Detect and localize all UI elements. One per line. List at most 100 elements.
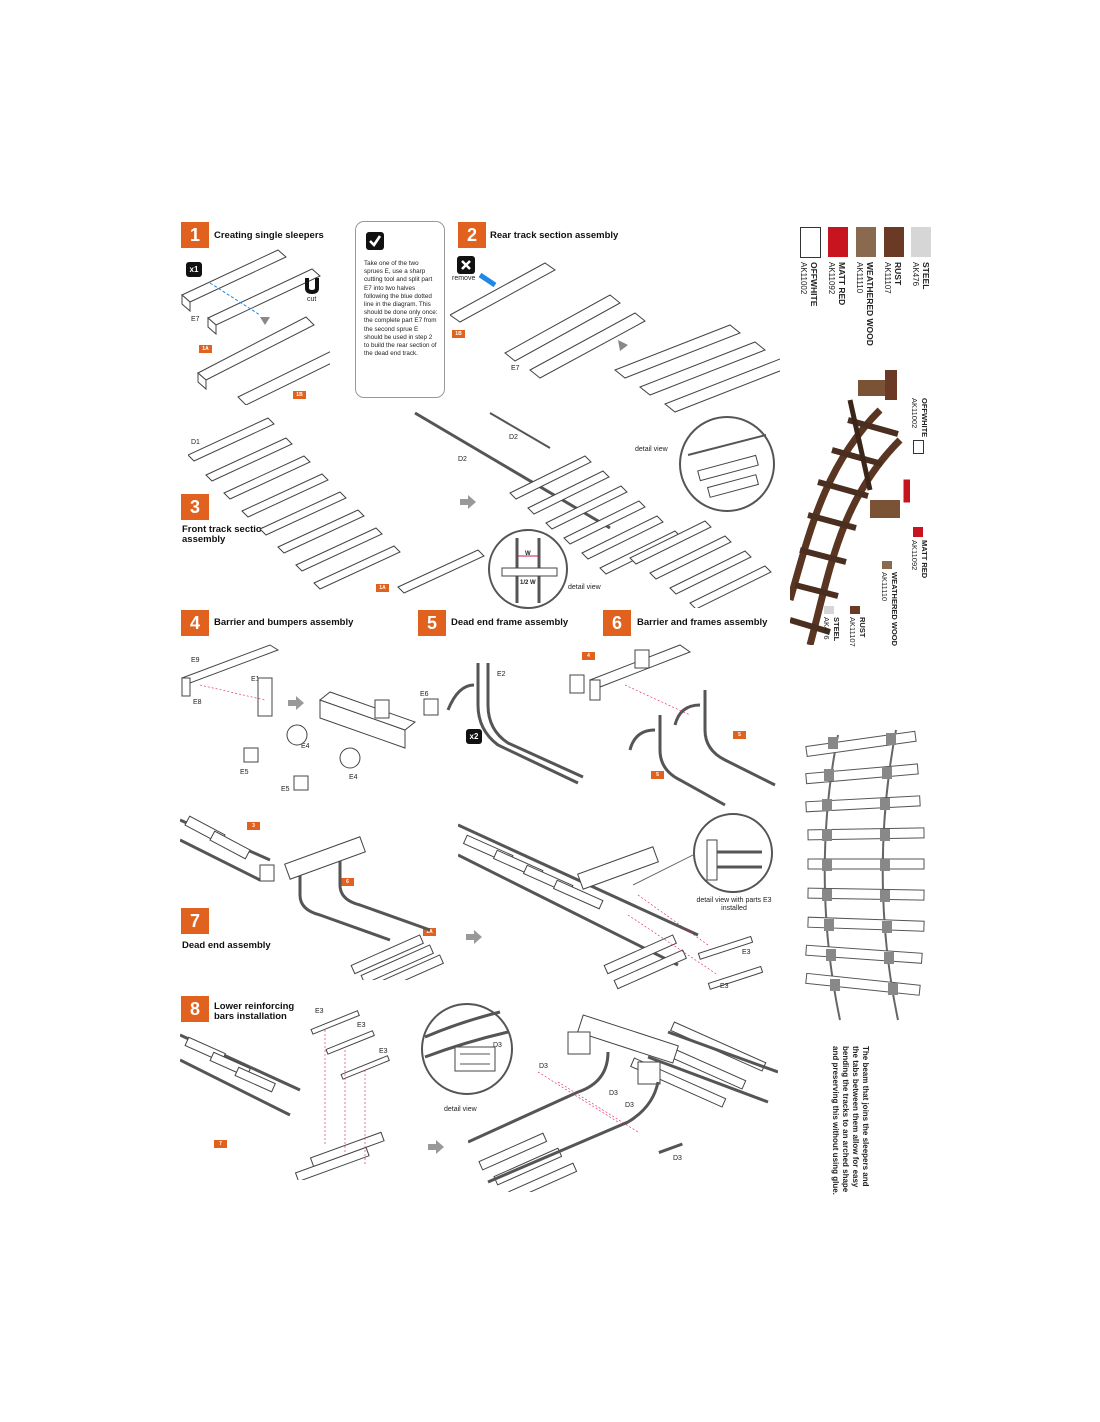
part-e5-label-b: E5: [281, 786, 290, 793]
step-2-number: 2: [458, 222, 486, 248]
paint-code-weathered-wood: AK11110: [855, 262, 864, 294]
paint-name-weathered-wood: WEATHERED WOOD: [865, 262, 875, 346]
remove-label: remove: [452, 275, 476, 282]
part-d3-label-d: D3: [673, 1155, 682, 1162]
step-3-detail-circle: [679, 416, 775, 512]
photo-legend-offwhite-swatch: [913, 440, 924, 454]
part-e4-label-a: E4: [301, 743, 310, 750]
paint-swatch-steel: [911, 227, 931, 257]
step-8-right-diagram: [468, 1014, 778, 1192]
photo-legend-steel-name: STEEL: [832, 617, 841, 642]
side-note: The beam that joins the sleepers and the…: [831, 1046, 870, 1195]
step-3-track-diagram: [414, 411, 772, 608]
part-tag-5-b: 5: [651, 771, 664, 779]
photo-legend-weathered-wood-name: WEATHERED WOOD: [890, 572, 899, 647]
detail-view-label-width: detail view: [568, 584, 601, 591]
photo-legend-offwhite-code: AK11002: [910, 398, 919, 429]
paint-code-steel: AK476: [911, 262, 920, 287]
photo-legend-rust-code: AK11107: [848, 617, 857, 647]
part-e2-label: E2: [497, 671, 506, 678]
step-7-right-diagram: [458, 823, 764, 990]
detail-view-e3-label: detail view with parts E3 installed: [696, 897, 772, 912]
photo-legend-matt-red-code: AK11092: [910, 540, 919, 571]
step-7-left-diagram: [180, 815, 445, 980]
photo-legend-offwhite-name: OFFWHITE: [920, 398, 929, 438]
paint-swatch-matt-red: [828, 227, 848, 257]
photo-legend-rust-swatch: [850, 606, 860, 614]
detail-view-label-step8: detail view: [444, 1106, 477, 1113]
quantity-x2-badge: x2: [466, 729, 482, 744]
step-5-frame-diagram: [423, 663, 584, 785]
step-3-arrow-icon: [460, 495, 476, 509]
step-5-number: 5: [418, 610, 446, 636]
part-tag-7: 7: [214, 1140, 227, 1148]
remove-icon: [457, 256, 475, 274]
step-3-number: 3: [181, 494, 209, 520]
part-e7-label-step2: E7: [511, 365, 520, 372]
step-5-title: Dead end frame assembly: [451, 617, 569, 628]
part-d1-label: D1: [191, 439, 200, 446]
width-label: W: [525, 551, 531, 557]
paint-name-rust: RUST: [893, 262, 903, 286]
step-8-detail-circle: [421, 1003, 513, 1095]
part-e1-label: E1: [251, 676, 260, 683]
photo-legend-weathered-wood-swatch: [882, 561, 892, 569]
step-2-assembly-diagram: [450, 262, 780, 413]
step-7-title: Dead end assembly: [182, 940, 271, 951]
curved-track-diagram: [805, 729, 925, 1021]
photo-legend-steel-swatch: [824, 606, 834, 614]
part-e4-label-b: E4: [349, 774, 358, 781]
paint-code-offwhite: AK11002: [799, 262, 808, 295]
part-tag-1b: 1B: [293, 391, 306, 399]
part-tag-1a-step3: 1A: [376, 584, 389, 592]
paint-name-matt-red: MATT RED: [837, 262, 847, 306]
step-6-title: Barrier and frames assembly: [637, 617, 768, 628]
step-1-sprue-diagram: [181, 249, 330, 405]
step-2-title: Rear track section assembly: [490, 230, 619, 241]
part-e5-label-a: E5: [240, 769, 249, 776]
checkmark-icon: [366, 232, 384, 250]
step-1-number: 1: [181, 222, 209, 248]
step-1-title: Creating single sleepers: [214, 230, 324, 241]
photo-legend-matt-red-name: MATT RED: [920, 540, 929, 579]
photo-legend-weathered-wood-code: AK11110: [880, 572, 889, 602]
paint-name-offwhite: OFFWHITE: [809, 262, 819, 307]
step-7-number: 7: [181, 908, 209, 934]
part-e3-label-step7-a: E3: [742, 949, 751, 956]
part-e9-label: E9: [191, 657, 200, 664]
part-tag-4: 4: [582, 652, 595, 660]
step-3-sprue-diagram: [188, 417, 485, 594]
step-4-number: 4: [181, 610, 209, 636]
part-tag-5-a: 5: [733, 731, 746, 739]
step-6-assembly-diagram: [569, 644, 776, 807]
step-8-title: Lower reinforcing bars installation: [214, 1001, 295, 1022]
part-d2-label-a: D2: [509, 434, 518, 441]
paint-code-rust: AK11107: [883, 262, 892, 294]
part-e3-label-step8-a: E3: [315, 1008, 324, 1015]
part-d3-label-a: D3: [539, 1063, 548, 1070]
painted-model-photo: [790, 370, 910, 645]
paint-name-steel: STEEL: [921, 262, 931, 290]
quantity-x1-badge: x1: [186, 262, 202, 277]
part-e8-label: E8: [193, 699, 202, 706]
photo-legend-matt-red-swatch: [913, 527, 923, 537]
part-d3-label-c: D3: [625, 1102, 634, 1109]
paint-swatch-weathered-wood: [856, 227, 876, 257]
cut-label: cut: [307, 296, 317, 303]
step-4-barrier-diagram: [180, 644, 417, 791]
half-width-label: 1/2 W: [520, 580, 536, 586]
step-8-left-diagram: [180, 1010, 390, 1180]
part-tag-1a: 1A: [199, 345, 212, 353]
instruction-note: Take one of the two sprues E, use a shar…: [355, 221, 445, 398]
part-e3-label-step8-b: E3: [357, 1022, 366, 1029]
part-d3-label-b: D3: [609, 1090, 618, 1097]
step-3-width-detail-circle: [488, 529, 568, 609]
part-d2-label-b: D2: [458, 456, 467, 463]
paint-swatch-offwhite: [800, 227, 821, 258]
step-4-title: Barrier and bumpers assembly: [214, 617, 354, 628]
paint-swatch-rust: [884, 227, 904, 257]
part-tag-1a-step7: 1A: [423, 928, 436, 936]
step-7-arrow-icon: [466, 930, 482, 944]
cut-tool-icon: [305, 278, 319, 294]
step-6-number: 6: [603, 610, 631, 636]
